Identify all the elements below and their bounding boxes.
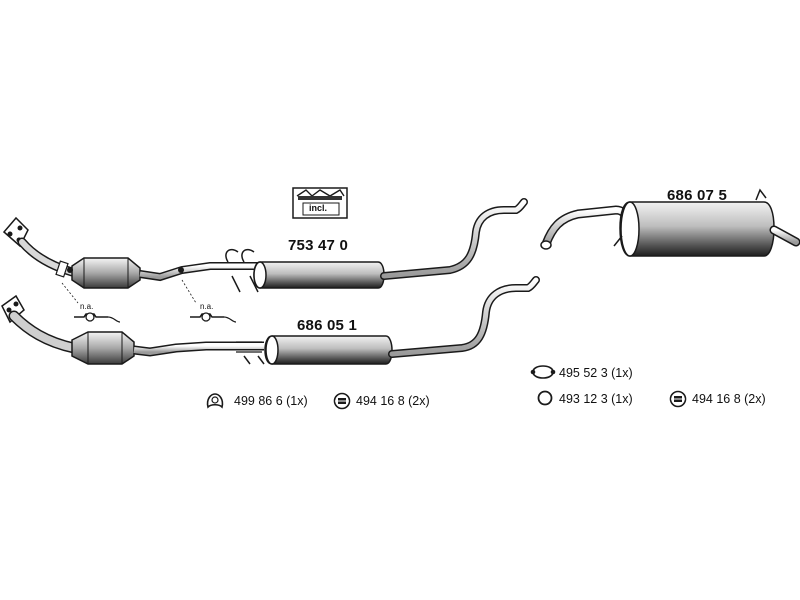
not-available-label-1: n.a. xyxy=(80,302,94,311)
hardware-label-gasket: 499 86 6 (1x) xyxy=(234,394,308,408)
oxygen-sensor-1 xyxy=(61,282,121,323)
upper-middle-silencer xyxy=(253,261,385,289)
lower-front-flange xyxy=(1,294,25,324)
hardware-label-ring: 493 12 3 (1x) xyxy=(559,392,633,406)
hardware-label-clamp: 495 52 3 (1x) xyxy=(559,366,633,380)
rubber-mount-icon xyxy=(333,392,351,410)
lower-middle-silencer xyxy=(264,335,393,365)
lower-catalytic-converter xyxy=(71,331,135,365)
oxygen-sensor-2 xyxy=(181,279,237,323)
gasket-icon xyxy=(206,393,224,409)
hardware-label-rubber-mount-right: 494 16 8 (2x) xyxy=(692,392,766,406)
ring-icon xyxy=(537,390,553,406)
clamp-icon xyxy=(530,365,556,379)
rubber-mount-icon xyxy=(669,390,687,408)
included-kit-box xyxy=(292,187,348,219)
included-label: incl. xyxy=(309,203,328,213)
part-number-upper-middle-silencer: 753 47 0 xyxy=(288,237,348,254)
rear-silencer xyxy=(619,201,775,257)
upper-exhaust-line xyxy=(2,198,528,293)
upper-catalytic-converter xyxy=(71,257,141,289)
lower-exhaust-line xyxy=(1,276,540,365)
part-number-lower-middle-silencer: 686 05 1 xyxy=(297,317,357,334)
rear-silencer-assembly xyxy=(540,188,800,257)
part-number-rear-silencer: 686 07 5 xyxy=(667,187,727,204)
not-available-label-2: n.a. xyxy=(200,302,214,311)
hardware-label-rubber-mount-left: 494 16 8 (2x) xyxy=(356,394,430,408)
